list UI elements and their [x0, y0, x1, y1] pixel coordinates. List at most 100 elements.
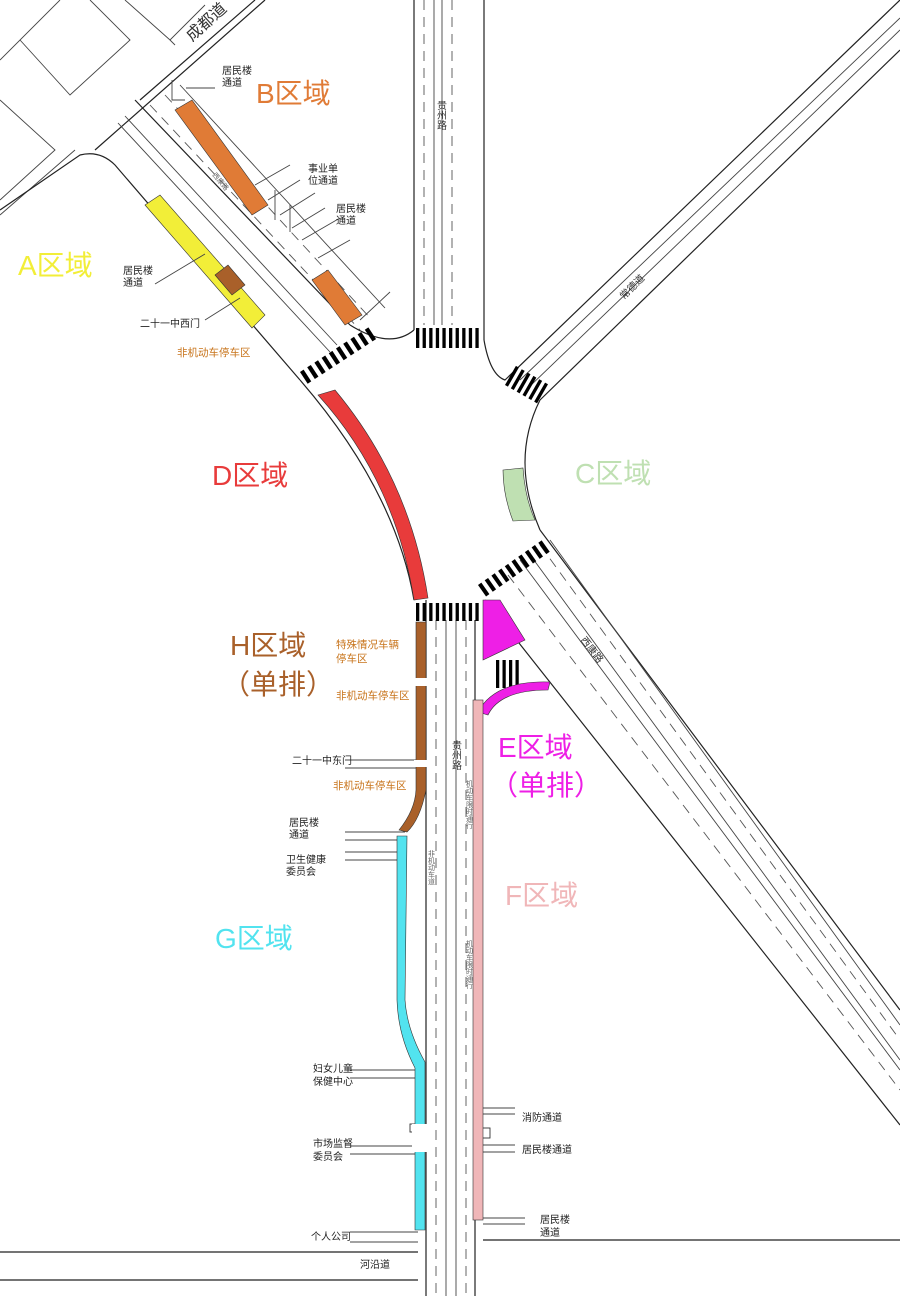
crosswalk-roundabout-se-stripe [518, 554, 530, 569]
crosswalk-guizhou-north-stripe [462, 328, 466, 348]
label-nonmotor-parking-h2: 非机动车停车区 [333, 779, 407, 792]
crosswalk-roundabout-se-stripe [524, 549, 537, 564]
label-nonmotor-parking-a: 非机动车停车区 [177, 346, 251, 359]
label-resident-passage-4: 居民楼 通道 [289, 816, 319, 841]
road-name-heyan: 河沿道 [360, 1258, 390, 1271]
crosswalk-roundabout-se-stripe [478, 582, 490, 597]
zone-f-shape [472, 699, 484, 1221]
svg-text:妇女儿童: 妇女儿童 [313, 1062, 353, 1075]
zone-label-g: G区域 [215, 923, 293, 954]
xikang-road-north [0, 80, 391, 381]
zone-c-shape [502, 467, 536, 522]
crosswalk-guizhou-south-stripe [455, 603, 459, 621]
crosswalk-changde-stripe [522, 375, 537, 397]
crosswalk-guizhou-north-stripe [416, 328, 420, 348]
label-resident-passage-6: 居民楼 通道 [540, 1213, 570, 1239]
zone-h-gap-2 [414, 760, 428, 767]
zone-label-e-2: （单排） [490, 770, 602, 801]
crosswalk-guizhou-south-stripe [435, 603, 440, 621]
zone-a-marker [214, 264, 246, 296]
crosswalk-roundabout-se-stripe [498, 568, 510, 583]
zone-g-gap [412, 1124, 428, 1152]
crosswalk-xikang-north-stripe [300, 369, 312, 384]
svg-text:通道: 通道 [289, 828, 309, 841]
crosswalk-xikang-north-stripe [307, 364, 319, 380]
svg-text:位通道: 位通道 [308, 174, 338, 187]
south-building-stubs [345, 759, 525, 1243]
crosswalk-guizhou-north-stripe [422, 328, 426, 348]
xikang-road-south [484, 529, 900, 1126]
label-maternal-child-center: 妇女儿童 保健中心 [313, 1062, 353, 1088]
label-school-east-gate: 二十一中东门 [292, 754, 352, 767]
zone-label-h-1: H区域 [230, 630, 306, 661]
svg-text:特殊情况车辆: 特殊情况车辆 [336, 638, 399, 651]
lane-note-motor-1: 机动车限时通行 [466, 779, 474, 830]
svg-text:通道: 通道 [540, 1226, 560, 1239]
crosswalk-changde-stripe [528, 379, 543, 400]
label-resident-passage-3: 居民楼 通道 [123, 253, 206, 289]
crosswalk-guizhou-north-stripe [468, 328, 473, 348]
zone-label-f: F区域 [505, 880, 578, 911]
road-name-xikang-south: 西康路 [578, 634, 607, 666]
road-name-guizhou-south: 贵州路 [450, 739, 462, 771]
zone-label-c: C区域 [575, 458, 651, 489]
crosswalk-guizhou-north-stripe [455, 328, 459, 348]
crosswalk-changde-stripe [510, 369, 525, 390]
crosswalk-guizhou-north-stripe [475, 328, 479, 348]
crosswalk-xikang-north-stripe [364, 327, 377, 342]
crosswalk-guizhou-south-stripe [442, 603, 446, 621]
crosswalk-e-zone-stripe [509, 660, 513, 688]
label-fire-passage: 消防通道 [522, 1111, 562, 1124]
svg-text:二十一中西门: 二十一中西门 [140, 317, 200, 330]
crosswalk-changde-stripe [534, 382, 548, 404]
crosswalk-guizhou-south-stripe [475, 603, 479, 621]
crosswalk-guizhou-south-stripe [468, 603, 473, 621]
roundabout [299, 324, 541, 601]
crosswalk-roundabout-se-stripe [531, 545, 543, 559]
chengdu-road [94, 0, 266, 151]
svg-text:卫生健康: 卫生健康 [286, 853, 326, 866]
svg-text:居民楼: 居民楼 [123, 264, 153, 277]
crosswalk-guizhou-north-stripe [429, 328, 433, 348]
svg-text:居民楼: 居民楼 [336, 202, 366, 215]
zone-g-shape [396, 835, 426, 1231]
zone-label-a: A区域 [18, 250, 93, 281]
svg-text:委员会: 委员会 [313, 1150, 343, 1163]
crosswalk-guizhou-north-stripe [442, 328, 446, 348]
crosswalk-xikang-north-stripe [350, 336, 362, 351]
zone-e-arc [477, 681, 551, 716]
top-left-blocks [0, 0, 206, 216]
label-health-committee: 卫生健康 委员会 [286, 853, 326, 878]
svg-text:委员会: 委员会 [286, 865, 316, 878]
crosswalk-guizhou-north-stripe [449, 328, 453, 348]
crosswalk-changde-stripe [505, 365, 519, 387]
crosswalk-changde-stripe [516, 372, 531, 394]
crosswalk-roundabout-se-stripe [484, 577, 497, 592]
crosswalk-roundabout-se-stripe [511, 559, 523, 573]
crosswalk-guizhou-south-stripe [416, 603, 420, 621]
zone-a-shape [144, 194, 266, 329]
lane-note-bike: 非机动车道 [428, 849, 436, 886]
svg-text:通道: 通道 [123, 276, 143, 289]
crosswalk-roundabout-se-stripe [538, 540, 550, 555]
crosswalk-xikang-north-stripe [321, 355, 333, 370]
svg-text:停车区: 停车区 [336, 652, 368, 665]
label-special-vehicle-parking: 特殊情况车辆 停车区 [336, 638, 399, 665]
crosswalk-guizhou-south-stripe [462, 603, 466, 621]
road-name-chengdu: 成都道 [183, 0, 231, 45]
crosswalk-xikang-north-stripe [314, 360, 326, 375]
crosswalk-guizhou-south-stripe [429, 603, 433, 621]
road-name-changde: 常德道 [617, 272, 647, 302]
label-private-company: 个人公司 [311, 1231, 351, 1243]
zone-d-shape [317, 389, 429, 601]
crosswalk-xikang-north-stripe [328, 350, 341, 365]
crosswalk-roundabout-se-stripe [504, 563, 517, 578]
guizhou-road-north [413, 0, 485, 340]
label-nonmotor-parking-h1: 非机动车停车区 [336, 689, 410, 702]
label-resident-passage-5: 居民楼通道 [522, 1143, 572, 1156]
changde-road [483, 0, 900, 401]
zone-e-shape [482, 599, 526, 661]
svg-text:通道: 通道 [336, 214, 356, 227]
label-market-supervision: 市场监督 委员会 [313, 1137, 353, 1163]
